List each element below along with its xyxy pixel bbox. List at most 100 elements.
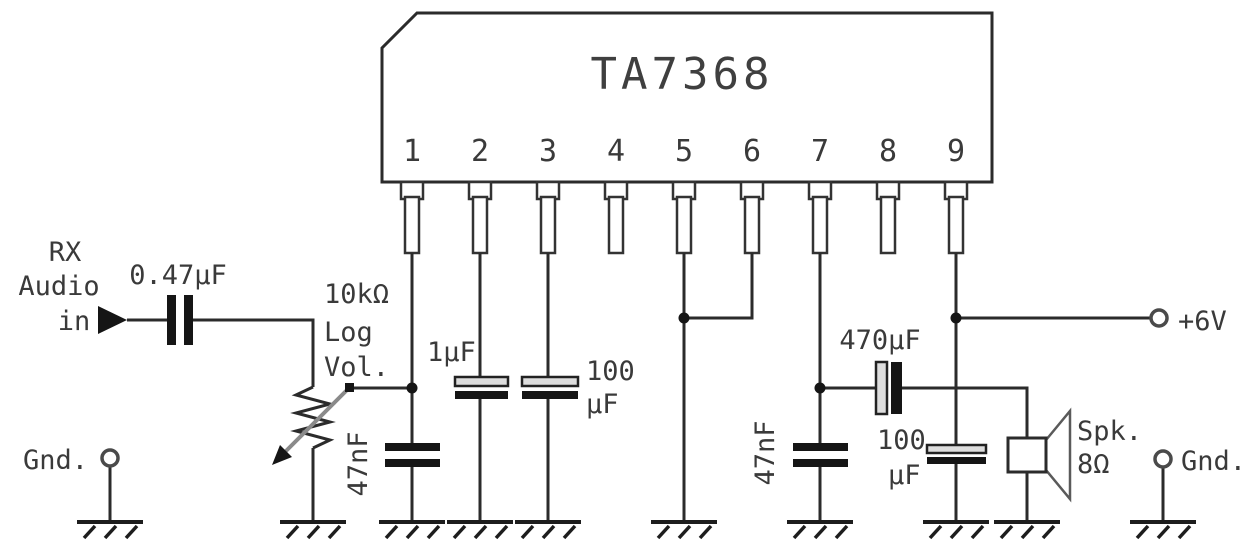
cap-plate-positive [925,443,988,455]
input-label-line1: RX [49,237,82,268]
ic-label: TA7368 [591,49,774,100]
ground-symbol [649,520,719,540]
input-label-line3: in [58,306,91,337]
wire-pin6-jog [684,253,754,320]
speaker-label-line2: 8Ω [1077,449,1110,480]
pin-lead-3 [535,180,561,255]
pin-lead-7 [807,180,833,255]
pin-number-7: 7 [811,134,829,169]
cap-1uf-label: 1µF [427,337,476,368]
cap-100uf-supply: 100 µF [877,425,988,491]
speaker-box-icon [1006,436,1048,474]
pot-taper-label: Log [324,317,373,348]
cap-plate [793,443,848,451]
gnd-terminal-right: Gnd. [1153,446,1246,477]
cap-470uf-label: 470µF [839,325,920,356]
supply-terminal-6v: +6V [1149,306,1227,337]
cap-47nf-pin1: 47nF [343,431,440,497]
ground-symbol [377,520,447,540]
cap-plate [891,362,902,414]
cap-plate-positive [874,360,889,416]
cap-100uf-mid-label-line1: 100 [586,356,635,387]
ground-symbol [513,520,583,540]
cap-input-label: 0.47µF [129,260,227,291]
pin-lead-4 [603,180,629,255]
wire-470uf-to-speaker [902,386,1029,438]
pot-function-label: Vol. [324,352,389,383]
cap-plate [184,295,193,345]
cap-plate [167,295,176,345]
junction-dot [814,382,826,394]
pot-resistor-zigzag [290,385,336,450]
terminal-circle-icon [1153,449,1173,469]
cap-plate [793,459,848,467]
ground-symbols [75,520,1198,540]
wire-cap-to-pot [193,318,315,387]
terminal-circle-icon [100,448,120,468]
pin-number-4: 4 [607,134,625,169]
junction-dot [950,312,962,324]
pin-lead-9 [943,180,969,255]
junction-dot [678,312,690,324]
cap-100uf-mid-label-line2: µF [586,389,619,420]
ground-symbol [785,520,855,540]
gnd-left-label: Gnd. [23,445,88,476]
pin-number-2: 2 [471,134,489,169]
ground-symbol [75,520,145,540]
speaker: Spk. 8Ω [1006,407,1142,503]
ground-symbol [1128,520,1198,540]
pot-value-label: 10kΩ [324,279,389,310]
pin-lead-1 [399,180,425,255]
gnd-terminal-left: Gnd. [23,445,120,476]
cap-1uf-pin2: 1µF [427,337,510,399]
ground-symbol [992,520,1062,540]
cap-plate [385,443,440,451]
speaker-cone-icon [1044,407,1072,503]
gnd-right-label: Gnd. [1181,446,1246,477]
cap-47nf-pin1-label: 47nF [343,431,374,496]
junction-dots [406,312,962,394]
ic-pin-leads [399,180,969,255]
ground-symbol [921,520,991,540]
cap-plate-positive [520,375,580,388]
potentiometer-volume: 10kΩ Log Vol. [272,279,389,465]
cap-plate [455,391,508,399]
pin-number-1: 1 [403,134,421,169]
pin-number-6: 6 [743,134,761,169]
input-arrow-icon [98,306,127,334]
wires [108,253,1165,522]
cap-plate-positive [453,375,510,388]
pin-number-9: 9 [947,134,965,169]
cap-47nf-pin7-label: 47nF [750,420,781,485]
cap-input-047uf: 0.47µF [129,260,227,345]
cap-100uf-supply-label-line1: 100 [877,425,926,456]
pot-wiper-arrowhead-icon [272,445,292,465]
pot-wiper-terminal [345,383,354,392]
pin-lead-2 [467,180,493,255]
speaker-label-line1: Spk. [1077,416,1142,447]
pin-lead-8 [875,180,901,255]
cap-plate [385,459,440,467]
terminal-circle-icon [1149,308,1169,328]
ground-symbol [278,520,348,540]
pin-number-3: 3 [539,134,557,169]
pin-number-8: 8 [879,134,897,169]
input-label-line2: Audio [18,271,99,302]
pin-number-5: 5 [675,134,693,169]
cap-100uf-pin3: 100 µF [520,356,635,420]
pot-wiper-arm [282,387,350,455]
cap-plate [927,457,986,464]
ic-ta7368: TA7368 1 2 3 4 5 6 7 8 9 [380,11,994,255]
audio-input: RX Audio in [18,237,127,337]
ic-pin-numbers: 1 2 3 4 5 6 7 8 9 [403,134,965,169]
cap-470uf-output: 470µF [839,325,921,416]
supply-label: +6V [1178,306,1227,337]
junction-dot [406,382,418,394]
cap-47nf-pin7: 47nF [750,420,848,486]
cap-100uf-supply-label-line2: µF [888,460,921,491]
ground-symbol [445,520,515,540]
pin-lead-6 [739,180,765,255]
cap-plate [522,391,578,399]
